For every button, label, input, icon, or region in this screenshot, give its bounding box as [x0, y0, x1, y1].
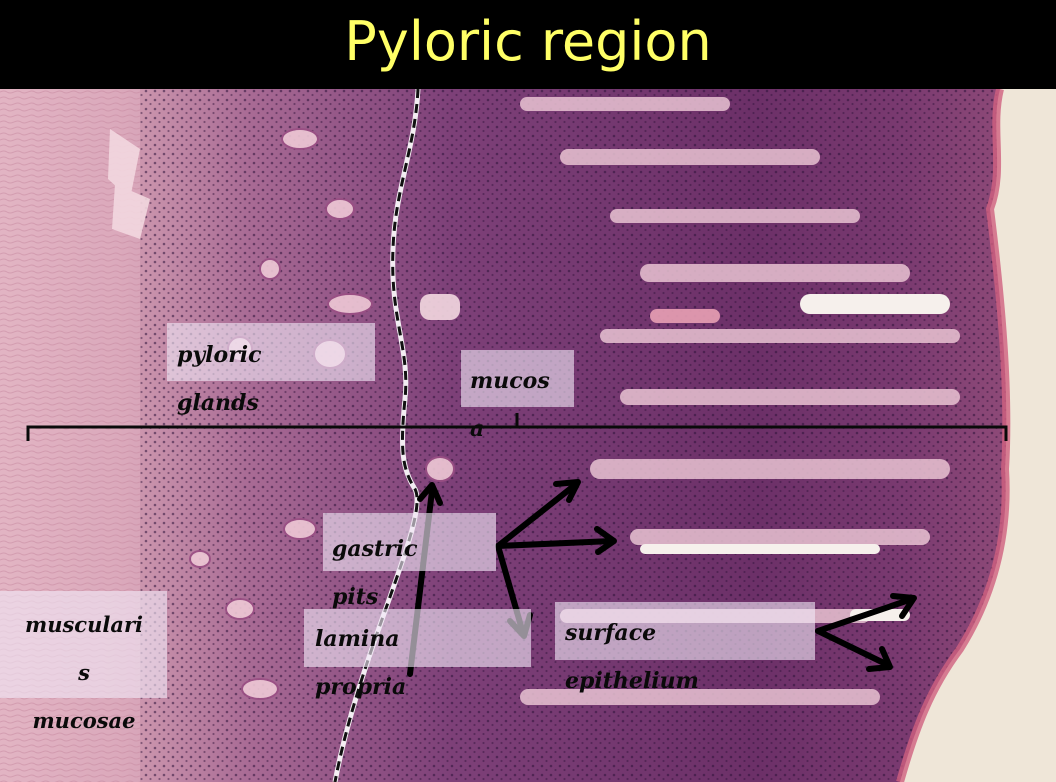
pyloric-glands-box	[167, 323, 375, 381]
mucosa-label: mucos a	[470, 368, 550, 442]
gastric-pits-label: gastric pits	[332, 536, 418, 610]
mucosa-box	[461, 350, 574, 407]
muscularis-mucosae-box	[0, 591, 167, 698]
lamina-propria-box	[304, 609, 531, 667]
muscularis-mucosae-label: musculari s mucosae	[25, 612, 143, 733]
surface-epithelium-label: surface epithelium	[565, 620, 699, 694]
lamina-propria-label: lamina propria	[315, 626, 407, 700]
surface-epithelium-box	[555, 602, 815, 660]
slide-title: Pyloric region	[344, 9, 712, 73]
pyloric-glands-label: pyloric glands	[177, 342, 262, 416]
gastric-pits-box	[323, 513, 496, 571]
title-bar: Pyloric region	[0, 0, 1056, 89]
micrograph: pyloric glands mucos a gastric pits lami…	[0, 89, 1056, 782]
